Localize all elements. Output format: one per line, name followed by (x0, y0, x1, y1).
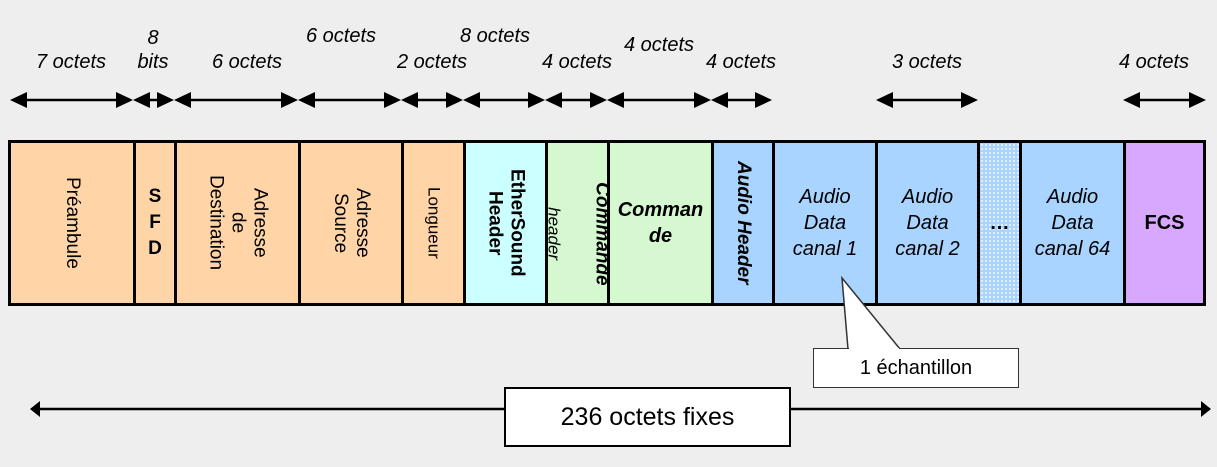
size-label-audio-data: 3 octets (891, 51, 963, 73)
field-audio-data-canal-1: Audio Data canal 1 (772, 140, 875, 306)
field-label: Audio Data canal 2 (895, 186, 960, 260)
field-commande-header: Commande header (545, 140, 607, 306)
total-size-text: 236 octets fixes (560, 402, 735, 431)
field-label: S F D (148, 186, 162, 259)
field-label: FCS (1144, 212, 1185, 234)
arrow-commande (607, 92, 711, 108)
field-audio-header: Audio Header (711, 140, 772, 306)
arrow-sfd (133, 92, 174, 108)
callout-text: 1 échantillon (859, 356, 973, 379)
field-label: Adresse Source (330, 188, 373, 258)
field-label: Longueur (424, 187, 444, 259)
size-label-commande: 4 octets (623, 34, 695, 56)
field-label: Préambule (62, 177, 83, 269)
field-ethersound-header: EtherSound Header (463, 140, 545, 306)
size-label-cmd-header: 4 octets (541, 51, 613, 73)
field-label: Audio Data canal 64 (1034, 186, 1111, 260)
size-label-longueur: 2 octets (396, 51, 468, 73)
arrow-audio-header (711, 92, 772, 108)
field-longueur: Longueur (401, 140, 463, 306)
total-size-box: 236 octets fixes (504, 387, 791, 447)
arrow-audio-data (876, 92, 978, 108)
arrow-dest (174, 92, 298, 108)
field-fcs: FCS (1123, 140, 1206, 306)
size-label-ethersound: 8 octets (459, 25, 531, 47)
field-audio-data-canal-2: Audio Data canal 2 (875, 140, 977, 306)
field-destination-address: Adresse de Destination (174, 140, 298, 306)
arrow-ethersound (463, 92, 545, 108)
arrow-cmd-header (545, 92, 607, 108)
field-label: EtherSound Header (484, 169, 528, 277)
field-source-address: Adresse Source (298, 140, 401, 306)
size-label-preambule: 7 octets (35, 51, 107, 73)
arrow-preambule (10, 92, 133, 108)
field-label: Audio Data canal 1 (792, 186, 858, 260)
size-label-fcs: 4 octets (1118, 51, 1190, 73)
field-commande: Comman de (607, 140, 711, 306)
field-label: Audio Header (733, 161, 754, 285)
arrow-fcs (1123, 92, 1206, 108)
callout-sample: 1 échantillon (813, 348, 1019, 388)
field-label: Adresse de Destination (205, 175, 271, 271)
size-label-dest: 6 octets (211, 51, 283, 73)
size-label-src: 6 octets (305, 25, 377, 47)
size-label-sfd: 8 bits (137, 27, 169, 73)
field-label: Comman de (617, 199, 704, 247)
field-sfd: S F D (133, 140, 174, 306)
field-ellipsis: … (977, 140, 1019, 306)
field-sublabel: header (545, 207, 564, 261)
field-label: Commande (591, 181, 608, 286)
ellipsis-icon: … (989, 212, 1010, 234)
size-label-audio-header: 4 octets (705, 51, 777, 73)
arrow-src (298, 92, 401, 108)
field-preambule: Préambule (8, 140, 133, 306)
field-audio-data-canal-64: Audio Data canal 64 (1019, 140, 1123, 306)
arrow-longueur (401, 92, 463, 108)
